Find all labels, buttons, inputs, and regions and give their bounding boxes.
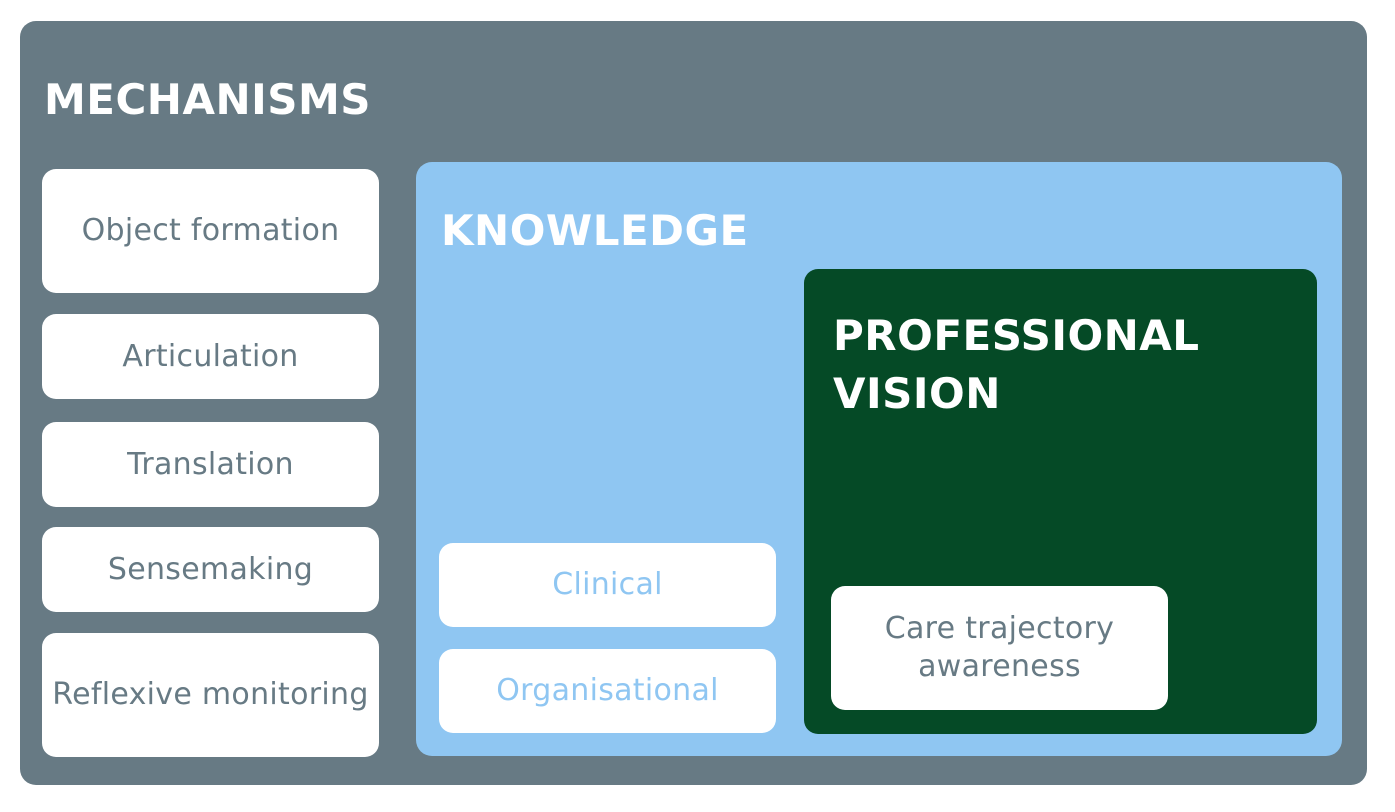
professional-vision-title: PROFESSIONAL VISION: [833, 307, 1200, 423]
mechanism-reflexive-monitoring: Reflexive monitoring: [42, 633, 379, 757]
knowledge-organisational: Organisational: [439, 649, 776, 733]
knowledge-panel: KNOWLEDGE Clinical Organisational PROFES…: [416, 162, 1342, 756]
mechanism-sensemaking: Sensemaking: [42, 527, 379, 612]
mechanism-object-formation: Object formation: [42, 169, 379, 293]
mechanisms-title: MECHANISMS: [44, 75, 372, 124]
knowledge-clinical: Clinical: [439, 543, 776, 627]
care-trajectory-awareness: Care trajectory awareness: [831, 586, 1168, 710]
mechanism-translation: Translation: [42, 422, 379, 507]
mechanism-articulation: Articulation: [42, 314, 379, 399]
knowledge-title: KNOWLEDGE: [441, 206, 749, 255]
mechanisms-panel: MECHANISMS Object formation Articulation…: [20, 21, 1367, 785]
professional-vision-panel: PROFESSIONAL VISION Care trajectory awar…: [804, 269, 1317, 734]
professional-vision-title-line2: VISION: [833, 369, 1001, 418]
professional-vision-title-line1: PROFESSIONAL: [833, 311, 1200, 360]
